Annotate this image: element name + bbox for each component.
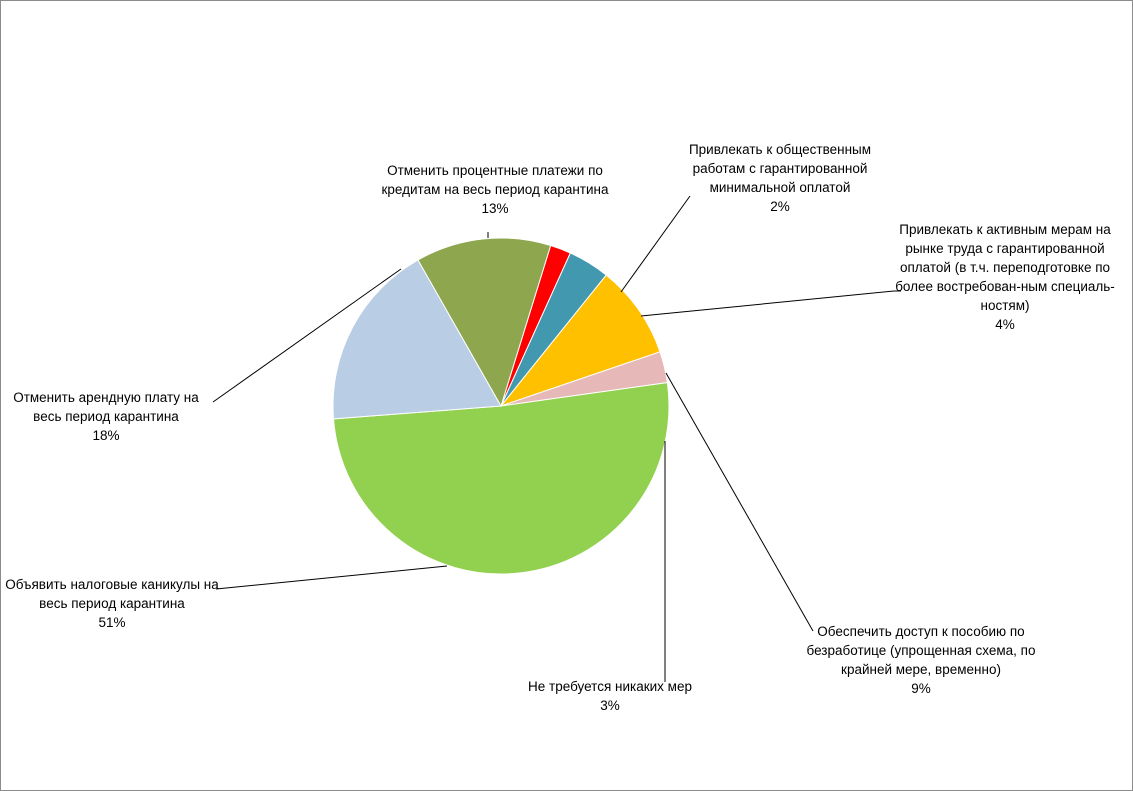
data-label-percent: 13%: [481, 201, 509, 216]
slice-cancel-interest: [417, 237, 552, 408]
slice-cancel-rent: [332, 259, 502, 420]
data-label-category: Привлекать к общественным работам с гара…: [688, 142, 872, 195]
data-label-category: Привлекать к активным мерам на рынке тру…: [895, 222, 1115, 313]
data-label-percent: 51%: [98, 615, 126, 630]
data-label-cancel-rent: Отменить арендную плату на весь период к…: [1, 388, 211, 445]
slice-tax-holidays: [332, 382, 670, 575]
data-label-percent: 18%: [92, 428, 120, 443]
data-label-cancel-interest: Отменить процентные платежи по кредитам …: [379, 161, 611, 218]
slice-unemployment-benefit: [499, 274, 661, 408]
data-label-category: Обеспечить доступ к пособию по безработи…: [806, 624, 1036, 677]
leader-line-public-works: [620, 195, 691, 293]
data-label-percent: 9%: [911, 681, 931, 696]
data-label-percent: 2%: [770, 199, 790, 214]
data-label-unemployment-benefit: Обеспечить доступ к пособию по безработи…: [805, 622, 1037, 698]
data-label-category: Не требуется никаких мер: [528, 679, 692, 694]
data-label-active-measures: Привлекать к активным мерам на рынке тру…: [889, 220, 1121, 334]
leader-line-cancel-rent: [212, 268, 402, 403]
data-label-percent: 4%: [995, 317, 1015, 332]
data-label-category: Объявить налоговые каникулы на весь пери…: [5, 577, 219, 611]
leader-line-tax-holidays: [215, 565, 448, 590]
data-label-public-works: Привлекать к общественным работам с гара…: [665, 140, 895, 216]
data-label-category: Отменить арендную плату на весь период к…: [13, 390, 199, 424]
data-label-tax-holidays: Объявить налоговые каникулы на весь пери…: [1, 575, 223, 632]
leader-line-unemployment-benefit: [665, 372, 814, 632]
data-label-percent: 3%: [600, 698, 620, 713]
data-label-no-measures: Не требуется никаких мер 3%: [505, 677, 715, 715]
data-label-category: Отменить процентные платежи по кредитам …: [381, 163, 609, 197]
leader-line-active-measures: [640, 290, 901, 317]
